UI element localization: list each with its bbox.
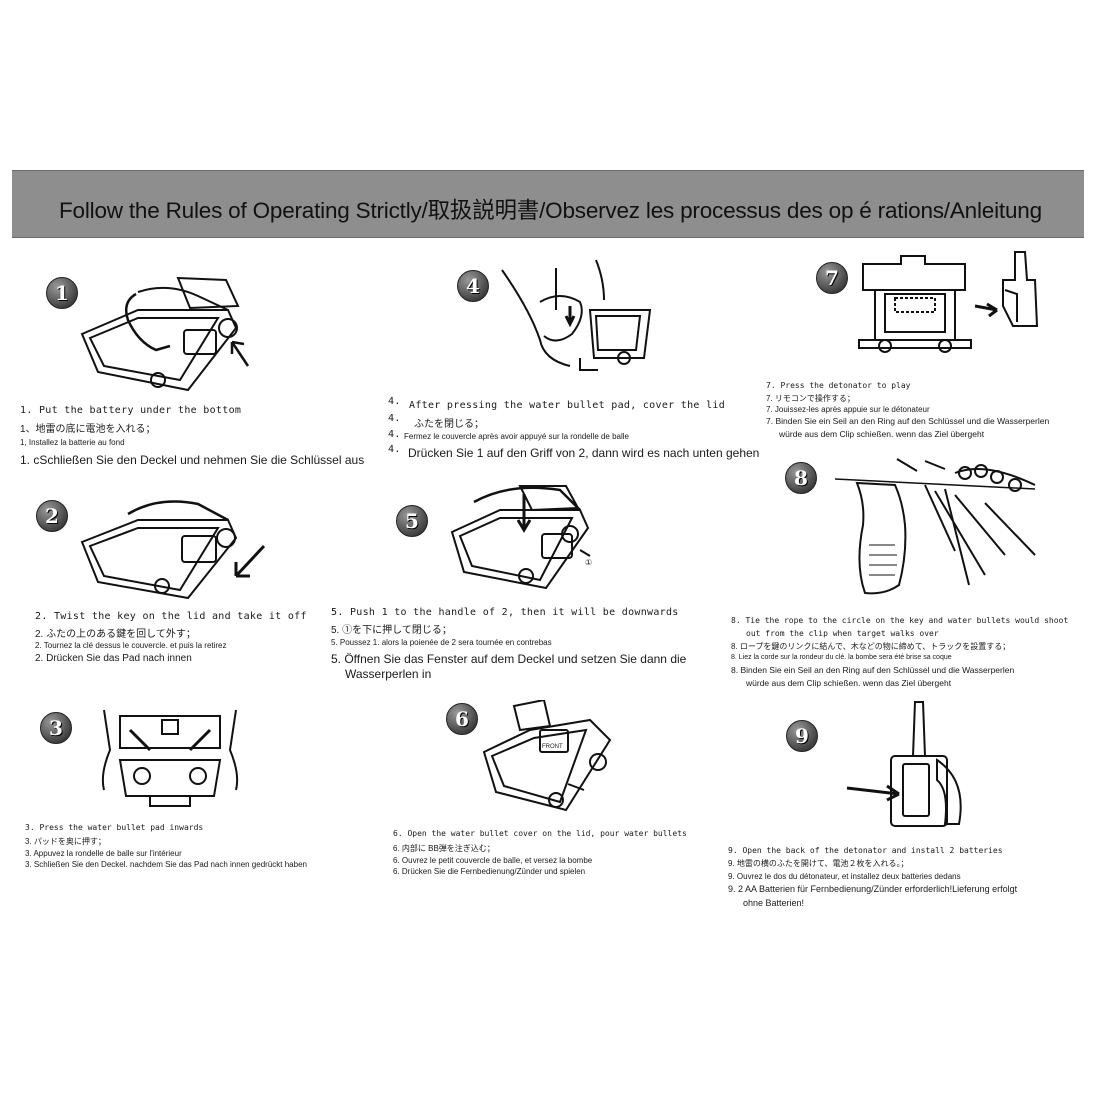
step-4-num-fr: 4.	[388, 429, 401, 440]
step-2-text-de: 2. Drücken Sie das Pad nach innen	[35, 653, 192, 664]
step-8-text-de-2: würde aus dem Clip schießen. wenn das Zi…	[746, 678, 952, 688]
step-8-illustration	[835, 455, 1045, 595]
step-5-text-fr: 5. Poussez 1. alors la poienée de 2 sera…	[331, 638, 552, 647]
step-4-illustration	[500, 250, 670, 375]
step-4-num-en: 4.	[388, 396, 401, 407]
step-9-illustration	[845, 700, 975, 830]
step-5-text-en: 5. Push 1 to the handle of 2, then it wi…	[331, 607, 679, 618]
step-3-text-en: 3. Press the water bullet pad inwards	[25, 823, 204, 832]
step-6-text-ja: 6. 内部に BB弾を注ぎ込む；	[393, 844, 495, 853]
step-8-badge: 8	[785, 462, 817, 494]
step-5-illustration	[450, 480, 610, 600]
step-3-illustration	[90, 700, 250, 812]
step-4-text-en: After pressing the water bullet pad, cov…	[409, 400, 726, 411]
step-7-badge: 7	[816, 262, 848, 294]
step-7-text-ja: 7. リモコンで操作する；	[766, 394, 855, 403]
step-4-num-de: 4.	[388, 444, 401, 455]
step-3-text-de: 3. Schließen Sie den Deckel. nachdem Sie…	[25, 860, 307, 869]
step-9-text-fr: 9. Ouvrez le dos du détonateur, et insta…	[728, 872, 961, 881]
step-6-badge: 6	[446, 703, 478, 735]
step-7-text-en: 7. Press the detonator to play	[766, 381, 911, 390]
step-7-text-de-2: würde aus dem Clip schießen. wenn das Zi…	[779, 429, 985, 439]
step-1-text-fr: 1, Installez la batterie au fond	[20, 438, 125, 447]
step-4-text-ja: ふたを閉じる；	[414, 419, 484, 430]
step-7-text-de-1: 7. Binden Sie ein Seil an den Ring auf d…	[766, 416, 1050, 426]
step-6-text-fr: 6. Ouvrez le petit couvercle de balle, e…	[393, 856, 593, 865]
step-2-text-ja: 2. ふたの上のある鍵を回して外す；	[35, 629, 196, 640]
step-4-badge: 4	[457, 270, 489, 302]
step-6-text-de: 6. Drücken Sie die Fernbedienung/Zünder …	[393, 867, 586, 876]
step-8-text-en-1: 8. Tie the rope to the circle on the key…	[731, 616, 1069, 625]
step-4-text-de: Drücken Sie 1 auf den Griff von 2, dann …	[408, 446, 760, 460]
step-3-badge: 3	[40, 712, 72, 744]
step-7-illustration	[855, 250, 1055, 360]
step-2-illustration	[78, 490, 268, 610]
step-2-text-en: 2. Twist the key on the lid and take it …	[35, 611, 307, 622]
step-9-text-de-2: ohne Batterien!	[743, 898, 805, 908]
step-7-text-fr: 7. Jouissez-les après appuie sur le déto…	[766, 405, 930, 414]
step-5-badge: 5	[396, 505, 428, 537]
step-6-lid-label: FRONT	[542, 744, 563, 750]
step-5-circle-label: ①	[585, 558, 593, 567]
step-1-text-de: 1. cSchließen Sie den Deckel und nehmen …	[20, 453, 365, 467]
step-9-text-de-1: 9. 2 AA Batterien für Fernbedienung/Zünd…	[728, 884, 1018, 894]
step-2-badge: 2	[36, 500, 68, 532]
step-6-text-en: 6. Open the water bullet cover on the li…	[393, 829, 687, 838]
step-8-text-de-1: 8. Binden Sie ein Seil an den Ring auf d…	[731, 665, 1015, 675]
step-3-text-fr: 3. Appuvez la rondelle de balle sur l'in…	[25, 849, 182, 858]
page-title: Follow the Rules of Operating Strictly/取…	[59, 198, 1042, 223]
step-5-text-de-1: 5. Öffnen Sie das Fenster auf dem Deckel…	[331, 652, 687, 666]
step-8-text-en-2: out from the clip when target walks over	[746, 629, 939, 638]
step-4-num-ja: 4.	[388, 413, 401, 424]
step-5-text-ja: 5. ①を下に押して閉じる；	[331, 625, 452, 636]
step-9-badge: 9	[786, 720, 818, 752]
step-9-text-ja: 9. 地雷の横のふたを開けて、電池２枚を入れる。；	[728, 859, 909, 868]
step-1-badge: 1	[46, 277, 78, 309]
step-6-illustration	[480, 700, 630, 820]
step-2-text-fr: 2. Tournez la clé dessus le couvercle. e…	[35, 641, 227, 650]
step-3-text-ja: 3. パッドを奥に押す；	[25, 837, 106, 846]
step-1-illustration	[78, 272, 268, 400]
step-1-text-ja: 1、地雷の底に電池を入れる；	[20, 424, 156, 435]
step-8-text-fr: 8. Liez la corde sur la rondeur du clé. …	[731, 654, 952, 661]
step-4-text-fr: Fermez le couvercle après avoir appuyé s…	[404, 432, 630, 441]
step-5-text-de-2: Wasserperlen in	[345, 667, 432, 681]
step-1-text-en: 1. Put the battery under the bottom	[20, 405, 242, 416]
step-9-text-en: 9. Open the back of the detonator and in…	[728, 846, 1003, 855]
title-banner	[12, 170, 1084, 238]
step-8-text-ja: 8. ロープを鍵のリンクに結んで、木などの物に締めて、トラックを設置する；	[731, 642, 1011, 651]
